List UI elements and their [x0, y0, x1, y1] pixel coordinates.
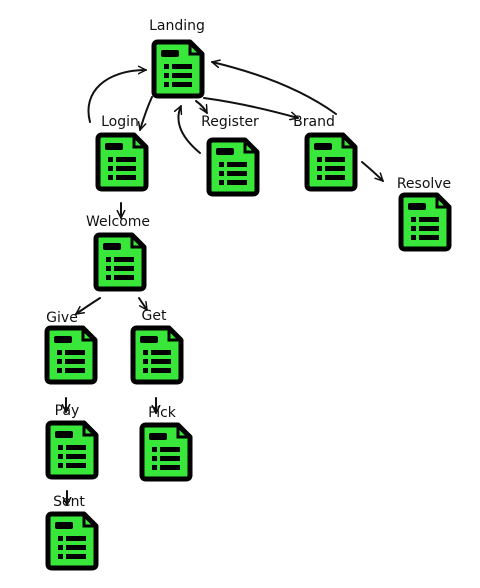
page-label-give: Give [46, 310, 78, 326]
document-page-icon [93, 232, 147, 292]
arrow-welcome-to-get [138, 297, 148, 311]
document-page-icon [95, 132, 149, 192]
page-node-brand: Brand [293, 114, 358, 192]
arrow-welcome-to-give [75, 297, 101, 315]
page-label-brand: Brand [293, 114, 335, 130]
page-label-resolve: Resolve [397, 176, 451, 192]
document-page-icon [206, 137, 260, 197]
arrow-brand-to-landing [211, 59, 337, 115]
arrow-landing-to-brand [203, 97, 299, 121]
document-page-icon [151, 39, 205, 99]
arrow-login-to-landing [87, 65, 147, 123]
page-node-pick: Pick [139, 405, 193, 482]
document-page-icon [398, 192, 452, 252]
page-label-welcome: Welcome [86, 214, 150, 230]
page-label-pay: Pay [55, 403, 80, 419]
document-page-icon [139, 422, 193, 482]
page-node-landing: Landing [149, 18, 205, 99]
page-label-pick: Pick [148, 405, 177, 421]
page-label-register: Register [201, 114, 259, 130]
page-node-get: Get [130, 308, 184, 385]
edge-layer [61, 59, 384, 506]
page-node-register: Register [201, 114, 260, 197]
page-node-pay: Pay [45, 403, 99, 480]
page-node-sent: Sent [45, 494, 99, 571]
arrow-landing-to-register [195, 100, 208, 114]
page-label-landing: Landing [149, 18, 205, 34]
arrow-brand-to-resolve [361, 161, 384, 182]
page-node-give: Give [44, 310, 98, 385]
page-label-get: Get [142, 308, 167, 324]
document-page-icon [130, 325, 184, 385]
page-node-resolve: Resolve [397, 176, 452, 252]
document-page-icon [44, 325, 98, 385]
page-label-login: Login [101, 114, 139, 130]
page-node-welcome: Welcome [86, 214, 150, 292]
arrow-landing-to-login [137, 96, 153, 131]
document-page-icon [45, 511, 99, 571]
document-page-icon [304, 132, 358, 192]
document-page-icon [45, 420, 99, 480]
page-label-sent: Sent [53, 494, 85, 510]
page-node-login: Login [95, 114, 149, 192]
arrow-register-to-landing [173, 105, 201, 154]
